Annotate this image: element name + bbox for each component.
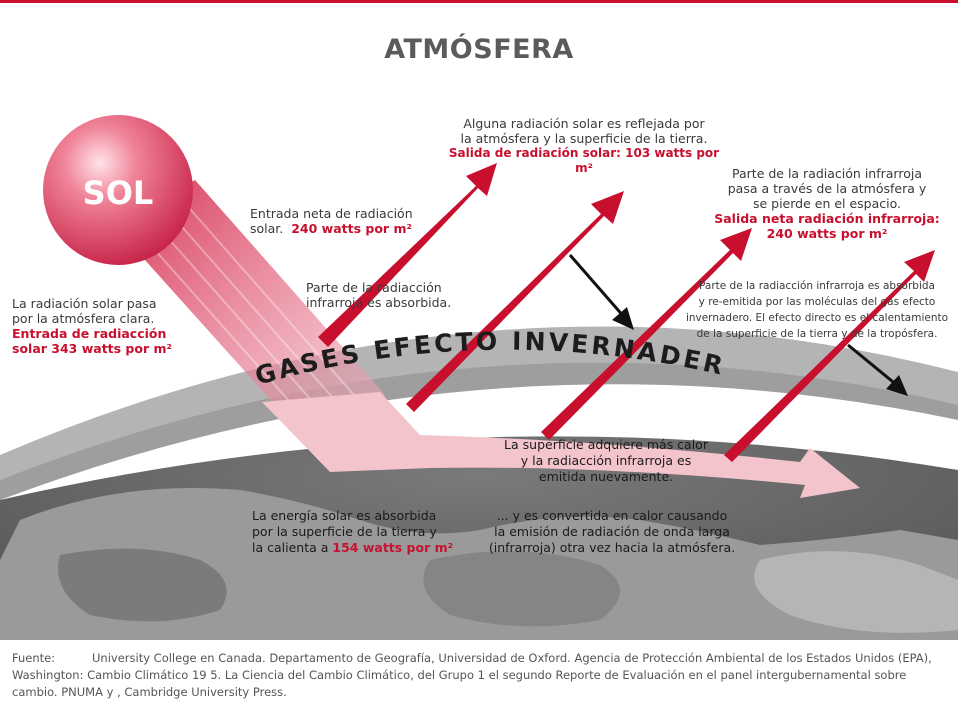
annotation-net-in: Entrada neta de radiación solar. 240 wat…	[250, 206, 413, 236]
annotation-line: invernadero. El efecto directo es el cal…	[685, 312, 949, 324]
page-title: ATMÓSFERA	[384, 34, 574, 65]
source-footer: Fuente: University College en Canada. De…	[0, 640, 958, 709]
red-arrows	[318, 163, 935, 462]
absorbed-energy-arrow	[262, 392, 860, 498]
annotation-line: se pierde en el espacio.	[752, 196, 902, 211]
top-border	[0, 0, 958, 3]
annotation-reflected: Alguna radiación solar es reflejada por …	[444, 116, 724, 176]
annotation-red-value: 154 watts por m²	[332, 540, 454, 555]
annotation-line: y re-emitida por las moléculas del gas e…	[698, 296, 936, 308]
annotation-line: La superficie adquiere más calor	[504, 437, 708, 452]
annotation-sun-in: La radiación solar pasa por la atmósfera…	[12, 296, 172, 356]
sun-label: SOL	[83, 174, 154, 212]
annotation-red-value: Salida neta radiación infrarroja:	[714, 211, 940, 226]
land-mass	[58, 548, 227, 622]
annotation-red-value: Salida de radiación solar: 103 watts por…	[448, 146, 720, 175]
footer-line: University College en Canada. Departamen…	[92, 651, 932, 665]
annotation-line: emitida nuevamente.	[538, 469, 674, 484]
annotation-ir-absorbed: Parte de la radiacción infrarroja es abs…	[306, 280, 451, 310]
sun	[43, 115, 193, 265]
annotation-red-value: Entrada de radiacción	[12, 326, 167, 341]
footer-source-label: Fuente:	[12, 651, 56, 665]
reflected-arrow-2	[406, 191, 624, 412]
annotation-red-value: solar 343 watts por m²	[12, 341, 172, 356]
annotation-line: (infrarroja) otra vez hacia la atmósfera…	[488, 540, 736, 555]
annotation-line: por la atmósfera clara.	[12, 311, 155, 326]
ghg-band-lower	[0, 348, 958, 500]
footer-line: cambio. PNUMA y , Cambridge University P…	[12, 685, 287, 699]
annotation-ir-reemitted: Parte de la radiacción infrarroja es abs…	[676, 278, 958, 342]
annotation-line: la calienta a	[252, 540, 329, 555]
annotation-red-value: 240 watts por m²	[766, 226, 888, 241]
footer-line: Washington: Cambio Climático 19 5. La Ci…	[12, 668, 907, 682]
land-mass-2	[423, 551, 620, 627]
annotation-line: solar.	[250, 221, 284, 236]
annotation-longwave: ... y es convertida en calor causando la…	[476, 508, 748, 556]
annotation-line: de la superficie de la tierra y de la tr…	[696, 328, 938, 340]
annotation-line: por la superficie de la tierra y	[252, 524, 437, 539]
annotation-line: la atmósfera y la superficie de la tierr…	[460, 131, 708, 146]
ir-out-arrow-2	[724, 250, 935, 462]
black-arrows	[568, 254, 908, 396]
annotation-line: y la radiacción infrarroja es	[520, 453, 692, 468]
annotation-line: la emisión de radiación de onda larga	[494, 524, 730, 539]
annotation-line: Parte de la radiacción infrarroja es abs…	[699, 280, 935, 292]
annotation-red-value: 240 watts por m²	[291, 221, 412, 236]
annotation-line: Parte de la radiación infrarroja	[732, 166, 922, 181]
annotation-line: infrarroja es absorbida.	[306, 295, 452, 310]
annotation-line: ... y es convertida en calor causando	[496, 508, 728, 523]
annotation-absorbed: La energía solar es absorbida por la sup…	[252, 508, 453, 556]
ghg-band	[0, 326, 958, 480]
solar-beam	[118, 180, 385, 455]
annotation-line: Entrada neta de radiación	[250, 206, 413, 221]
land-mass-3	[754, 551, 958, 633]
ir-out-arrow-1	[541, 228, 752, 440]
annotation-line: Parte de la radiacción	[306, 280, 442, 295]
reflected-arrow-1	[318, 163, 497, 347]
annotation-line: Alguna radiación solar es reflejada por	[463, 116, 705, 131]
annotation-ir-out: Parte de la radiación infrarroja pasa a …	[712, 166, 942, 241]
annotation-line: La energía solar es absorbida	[252, 508, 437, 523]
annotation-line: La radiación solar pasa	[12, 296, 157, 311]
annotation-line: pasa a través de la atmósfera y	[727, 181, 927, 196]
annotation-surface-heat: La superficie adquiere más calor y la ra…	[486, 437, 726, 485]
